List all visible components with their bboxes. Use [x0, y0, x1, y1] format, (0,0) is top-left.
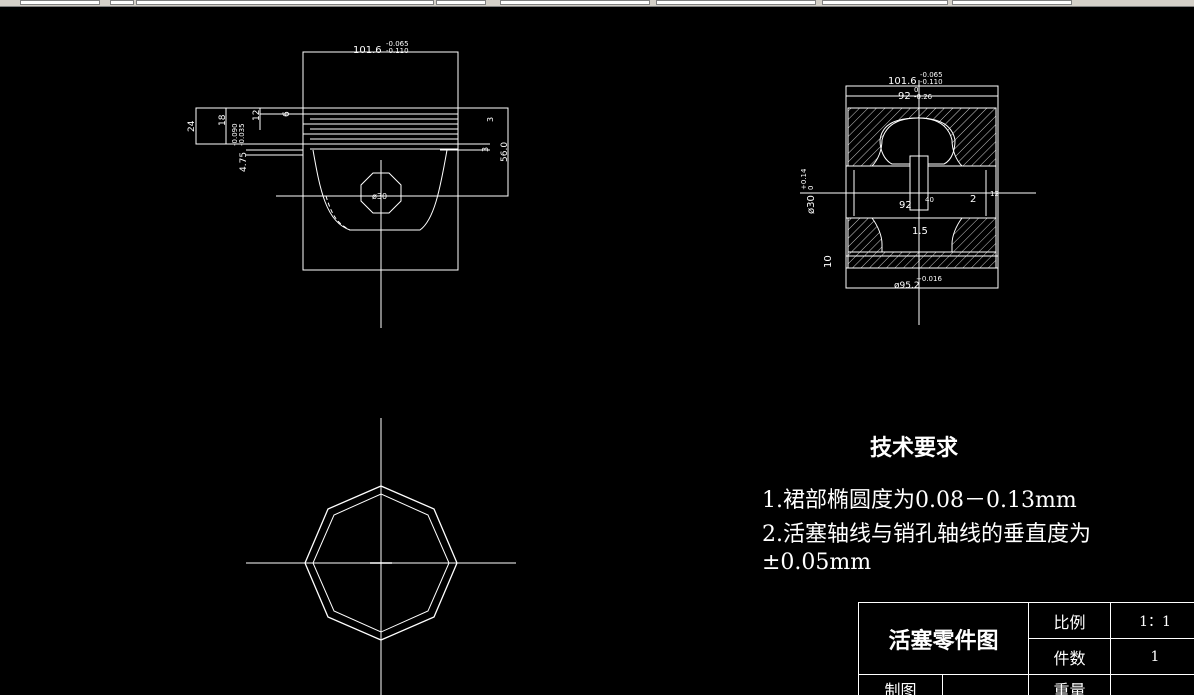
pin-hole — [360, 172, 402, 214]
layer-dropdown[interactable] — [136, 0, 434, 5]
qty-label: 件数 — [1029, 639, 1111, 675]
dim-12: 12 — [252, 110, 262, 121]
dim-3-a: 3 — [486, 117, 495, 122]
ring-grooves — [303, 113, 458, 150]
dim-92-top: 92 — [898, 91, 911, 102]
dim-18: 18 — [218, 114, 228, 126]
note-line-2: 2.活塞轴线与销孔轴线的垂直度为 — [762, 522, 1091, 547]
crown-cavity — [879, 117, 956, 165]
dim-10: 10 — [823, 255, 834, 268]
drawn-label: 制图 — [859, 675, 943, 695]
plotstyle-dropdown[interactable] — [952, 0, 1072, 5]
tol-0-016: +0.016 — [916, 275, 942, 283]
cad-toolbar[interactable] — [0, 0, 1194, 7]
tol-lower: -0.110 — [386, 47, 409, 55]
tol-lower-small: -0.035 — [238, 123, 246, 146]
section-view-dims: 101.6 -0.065 -0.110 92 0 -0.26 +0.14 0 ø… — [800, 71, 999, 291]
dim-phi30-side: ø30 — [806, 195, 817, 214]
part-name: 活塞零件图 — [859, 603, 1029, 675]
skirt-profile — [312, 149, 448, 231]
dim-92-mid: 92 — [899, 200, 912, 211]
dim-0-b: 0 — [807, 186, 815, 190]
section-view — [800, 80, 1036, 325]
section-tol-upper: -0.065 — [920, 71, 943, 79]
top-view — [246, 418, 516, 695]
tol-upper: -0.065 — [386, 40, 409, 48]
tol-upper-small: -0.090 — [231, 123, 239, 146]
lineweight-dropdown[interactable] — [822, 0, 948, 5]
note-line-1: 1.裙部椭圆度为0.08－0.13mm — [762, 488, 1077, 513]
front-view — [195, 51, 509, 328]
scale-label: 比例 — [1029, 603, 1111, 639]
dim-4-75: 4.75 — [239, 152, 249, 172]
linetype-dropdown[interactable] — [656, 0, 816, 5]
toolbar-button[interactable] — [110, 0, 134, 5]
section-dim-101-6: 101.6 — [888, 76, 917, 87]
dim-phi95-2: ø95.2 — [894, 281, 920, 291]
tol-0-26: -0.26 — [914, 93, 933, 101]
dim-40: 40 — [925, 196, 934, 204]
qty-value: 1 — [1111, 639, 1194, 675]
dim-3-b: 3 — [481, 147, 490, 152]
drawn-value — [943, 675, 1029, 695]
toolbar-field[interactable] — [436, 0, 486, 5]
notes-title: 技术要求 — [870, 435, 959, 461]
weight-label: 重量 — [1029, 675, 1111, 695]
toolbar-field[interactable] — [20, 0, 100, 5]
scale-value: 1：1 — [1111, 603, 1194, 639]
dim-56: 56.0 — [500, 142, 510, 162]
note-line-3: ±0.05mm — [762, 550, 872, 575]
dim-101-6: 101.6 — [353, 45, 382, 56]
dim-24: 24 — [187, 120, 197, 132]
tol-0-14: +0.14 — [800, 168, 808, 190]
pin-hole-dim: ø30 — [372, 192, 387, 201]
front-view-dims: 101.6 -0.065 -0.110 24 18 12 6 -0.090 -0… — [187, 40, 510, 201]
weight-value — [1111, 675, 1194, 695]
dim-2: 2 — [970, 194, 976, 205]
dim-1-5: 1.5 — [912, 226, 928, 237]
dim-12-right: 12 — [990, 190, 999, 198]
dim-6: 6 — [282, 111, 292, 117]
title-block: 活塞零件图 比例 1：1 件数 1 制图 重量 — [858, 602, 1194, 695]
dim-0-a: 0 — [914, 86, 918, 94]
section-tol-lower: -0.110 — [920, 78, 943, 86]
color-dropdown[interactable] — [500, 0, 650, 5]
